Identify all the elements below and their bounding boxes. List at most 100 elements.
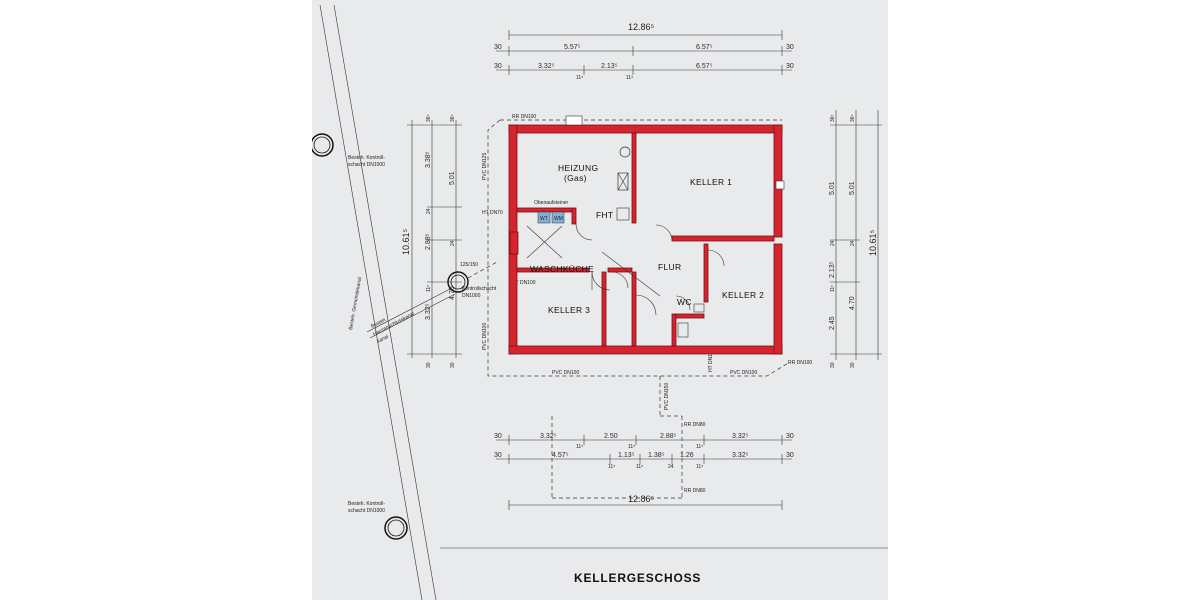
- dim-bot-r1-sub-a: 11⁵: [576, 444, 583, 450]
- dim-left-total: 10.61⁵: [401, 228, 411, 255]
- room-heizung: HEIZUNG: [558, 163, 598, 173]
- dim-right-inner-115: 11⁵: [830, 285, 836, 292]
- dim-top-r2-e: 30: [786, 63, 794, 70]
- room-heizung-sub: (Gas): [564, 173, 587, 183]
- pipe-pvc-dn125: PVC DN125: [482, 153, 488, 180]
- dim-bot-r2-sub-d: 11⁵: [696, 464, 703, 470]
- dim-bot-r1-e: 3.32⁵: [732, 433, 749, 440]
- doors: [575, 223, 725, 316]
- pipe-pvc-dn100-bottom: PVC DN100: [552, 370, 579, 376]
- left-dimension-chains: 10.61⁵ 3.38⁵ 2.88⁵ 3.32⁵ 5.01 4.70 36⁵ 3…: [401, 114, 462, 368]
- dim-top-r2-b: 3.32⁵: [538, 63, 555, 70]
- dim-left-inner-1: 3.38⁵: [425, 151, 432, 168]
- wc-basin-icon: [693, 303, 705, 313]
- note-kontrollschacht: Kontrollschacht: [462, 286, 497, 292]
- dim-bot-r1-d: 2.88⁵: [660, 433, 677, 440]
- dim-top-r1-b: 5.57⁵: [564, 44, 581, 51]
- dim-top-r1-d: 30: [786, 44, 794, 51]
- pipe-pvc-dn100-left: PVC DN100: [482, 323, 488, 350]
- room-fht: FHT: [596, 210, 613, 220]
- dim-right-inner-1: 5.01: [829, 181, 836, 195]
- pipe-rr-dn100-right: RR DN100: [788, 360, 812, 366]
- room-waschkueche: WASCHKÜCHE: [530, 264, 594, 274]
- dim-bot-total: 12.86⁵: [628, 494, 655, 504]
- pipe-pvc-dn100-right: PVC DN100: [730, 370, 757, 376]
- dim-bot-r2-sub-b: 11⁵: [636, 464, 643, 470]
- dim-left-inner-24: 24: [426, 208, 432, 214]
- dim-top-r1-c: 6.57⁵: [696, 44, 713, 51]
- dim-top-r1-a: 30: [494, 44, 502, 51]
- dim-bot-r2-sub-a: 11⁵: [608, 464, 615, 470]
- room-keller2: KELLER 2: [722, 290, 764, 300]
- pipe-rr-dn80-bottom: RR DN80: [684, 488, 706, 494]
- dim-bot-r1-sub-c: 11⁵: [696, 444, 703, 450]
- dim-top-total: 12.86⁵: [628, 22, 655, 32]
- dim-left-inner-115: 11⁵: [426, 285, 432, 292]
- dim-top-r2-sub-b: 11⁵: [626, 75, 633, 81]
- dim-left-bottom-2: 30: [450, 362, 456, 368]
- dim-left-inner-5: 3.32⁵: [425, 303, 432, 320]
- room-wc: WC: [677, 297, 692, 307]
- dim-right-bottom: 30: [830, 362, 836, 368]
- note-schacht-bottom: schacht DN1000: [348, 508, 385, 514]
- dim-top-r2-sub-a: 11⁵: [576, 75, 583, 81]
- dim-bot-r2-e: 1.26: [680, 452, 694, 459]
- plan-sheet: 12.86⁵ 30 5.57⁵ 6.57⁵ 30 30 3.32⁵ 2.13⁵ …: [312, 0, 888, 600]
- dim-bot-r2-b: 4.57⁵: [552, 452, 569, 459]
- pipe-rr-dn80-top: RR DN80: [684, 422, 706, 428]
- dim-right-24: 24: [850, 240, 856, 246]
- dim-top-r2-c: 2.13⁵: [601, 63, 618, 70]
- dim-right-outer-3: 4.70: [849, 296, 856, 310]
- note-gemeindekanal: Besteh. Gemeindekanal: [348, 277, 363, 331]
- boiler-icon: [617, 172, 629, 191]
- top-dimension-chains: 12.86⁵ 30 5.57⁵ 6.57⁵ 30 30 3.32⁵ 2.13⁵ …: [494, 22, 794, 81]
- dim-bot-r1-a: 30: [494, 433, 502, 440]
- dim-top-r2-d: 6.57⁵: [696, 63, 713, 70]
- pipe-rr-dn100-top: RR DN100: [512, 114, 536, 120]
- dim-left-outer-1: 5.01: [449, 171, 456, 185]
- pipe-ht-dn100: HT DN100: [512, 280, 536, 286]
- dim-right-bottom-2: 30: [850, 362, 856, 368]
- fixtures: WT WM Obenaufsteiner: [526, 146, 705, 338]
- label-wm: WM: [554, 216, 563, 222]
- dim-left-inner-3: 2.88⁵: [425, 233, 432, 250]
- dim-right-top-2: 36⁵: [850, 114, 856, 122]
- dim-left-bottom: 30: [426, 362, 432, 368]
- dim-bot-r2-sub-c: 24: [668, 464, 674, 470]
- note-kontroll-dn: DN1000: [462, 293, 481, 299]
- pipe-125-150: 125/150: [460, 262, 478, 268]
- dim-right-inner-3: 2.13⁵: [829, 261, 836, 278]
- room-keller1: KELLER 1: [690, 177, 732, 187]
- dim-bot-r2-a: 30: [494, 452, 502, 459]
- note-schacht-top: schacht DN1000: [348, 162, 385, 168]
- washbasin-icon: [537, 211, 551, 224]
- dim-right-inner-5: 2.45: [829, 316, 836, 330]
- dim-bot-r2-d: 1.38⁵: [648, 452, 665, 459]
- dim-bot-r2-g: 30: [786, 452, 794, 459]
- bottom-dimension-chains: 30 3.32⁵ 2.50 2.88⁵ 3.32⁵ 30 11⁵ 11⁵ 11⁵…: [440, 433, 888, 549]
- fht-box-icon: [616, 207, 630, 221]
- drawing-title: KELLERGESCHOSS: [574, 571, 701, 585]
- label-obenaufsteiner: Obenaufsteiner: [534, 200, 569, 206]
- pipe-pvc-dn150: PVC DN150: [664, 383, 670, 410]
- note-bestehend-bottom: Besteh. Kontroll-: [348, 501, 385, 507]
- sewer-lines: Besteh. Kontroll- schacht DN1000 Besteh.…: [312, 4, 498, 600]
- room-keller3: KELLER 3: [548, 305, 590, 315]
- dim-right-total: 10.61⁵: [868, 229, 878, 256]
- note-kanal: kanal: [376, 334, 389, 345]
- right-dimension-chains: 5.01 2.13⁵ 2.45 5.01 4.70 10.61⁵ 36⁵ 36⁵…: [829, 110, 882, 368]
- label-wt: WT: [540, 216, 548, 222]
- drain-perimeter: RR DN100 PVC DN100 PVC DN100 RR DN100 PV…: [482, 114, 812, 500]
- dim-bot-r2-f: 3.32⁵: [732, 452, 749, 459]
- manhole-bottom-icon: [384, 516, 408, 540]
- dim-top-r2-a: 30: [494, 63, 502, 70]
- dim-bot-r2-c: 1.13⁵: [618, 452, 635, 459]
- floor-plan-drawing: 12.86⁵ 30 5.57⁵ 6.57⁵ 30 30 3.32⁵ 2.13⁵ …: [312, 4, 888, 600]
- dim-right-outer-1: 5.01: [849, 181, 856, 195]
- manhole-top-icon: [312, 133, 334, 157]
- dim-bot-r1-f: 30: [786, 433, 794, 440]
- pipe-ht-dn70: HT DN70: [482, 210, 503, 216]
- dim-left-top: 36⁵: [426, 114, 432, 122]
- washing-machine-icon: [551, 211, 565, 224]
- dim-left-24: 24: [450, 240, 456, 246]
